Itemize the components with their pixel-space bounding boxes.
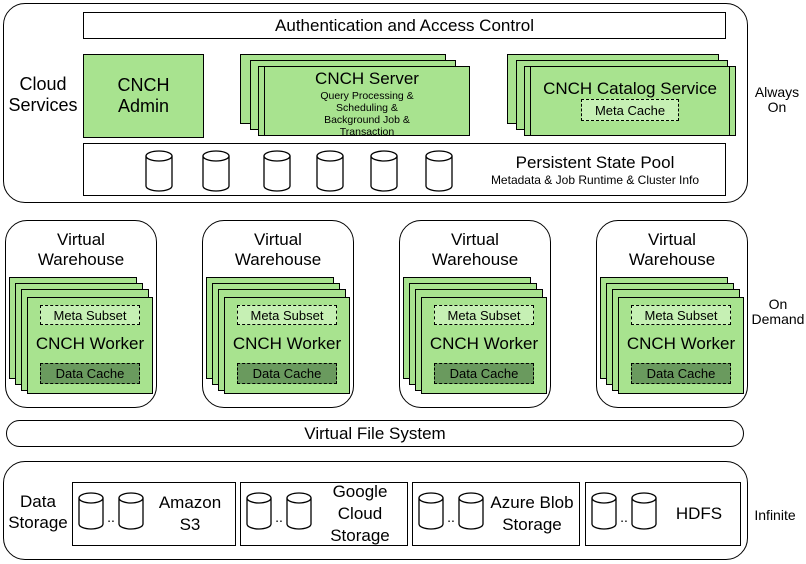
- state-pool-cylinders: [140, 148, 470, 192]
- always-on-label: Always On: [754, 84, 800, 115]
- state-pool-text: Persistent State Pool Metadata & Job Run…: [470, 150, 720, 190]
- storage-ellipsis: ..: [620, 509, 628, 525]
- auth-access-control: Authentication and Access Control: [83, 12, 726, 39]
- database-icon: [286, 492, 312, 530]
- database-icon: [370, 150, 398, 192]
- cnch-worker-label: CNCH Worker: [35, 334, 145, 353]
- infinite-label: Infinite: [754, 506, 796, 523]
- meta-subset-box: Meta Subset: [40, 305, 140, 325]
- meta-subset-box: Meta Subset: [631, 305, 731, 325]
- virtual-warehouse-title: Virtual Warehouse: [431, 230, 519, 269]
- storage-provider-name: Amazon S3: [158, 493, 222, 534]
- database-icon: [631, 492, 657, 530]
- cloud-services-label: Cloud Services: [8, 74, 78, 115]
- storage-ellipsis: ..: [107, 509, 115, 525]
- meta-cache-box: Meta Cache: [581, 99, 679, 121]
- cnch-server-box: CNCH Server Query Processing & Schedulin…: [264, 66, 470, 138]
- storage-ellipsis: ..: [275, 509, 283, 525]
- cnch-catalog-title: CNCH Catalog Service: [543, 79, 717, 98]
- meta-subset-box: Meta Subset: [237, 305, 337, 325]
- cnch-worker-label: CNCH Worker: [626, 334, 736, 353]
- data-storage-label: Data Storage: [8, 492, 68, 532]
- meta-subset-box: Meta Subset: [434, 305, 534, 325]
- data-cache-box: Data Cache: [631, 363, 731, 384]
- data-cache-box: Data Cache: [237, 363, 337, 384]
- data-cache-box: Data Cache: [434, 363, 534, 384]
- cnch-catalog-box: CNCH Catalog Service: [530, 66, 730, 136]
- storage-provider-name: Azure Blob Storage: [490, 493, 574, 534]
- on-demand-label: On Demand: [751, 296, 805, 327]
- virtual-warehouse-title: Virtual Warehouse: [37, 230, 125, 269]
- cnch-worker-label: CNCH Worker: [232, 334, 342, 353]
- state-pool-subtitle: Metadata & Job Runtime & Cluster Info: [490, 172, 700, 187]
- database-icon: [418, 492, 444, 530]
- storage-ellipsis: ..: [447, 509, 455, 525]
- cnch-admin-box: CNCH Admin: [83, 54, 204, 138]
- database-icon: [425, 150, 453, 192]
- database-icons: [145, 150, 453, 192]
- cnch-worker-label: CNCH Worker: [429, 334, 539, 353]
- persistent-state-pool: [83, 143, 726, 196]
- storage-provider-name: HDFS: [675, 504, 723, 523]
- database-icon: [316, 150, 344, 192]
- cnch-server-title: CNCH Server: [315, 69, 419, 88]
- virtual-warehouse-title: Virtual Warehouse: [628, 230, 716, 269]
- data-cache-box: Data Cache: [40, 363, 140, 384]
- cnch-server-desc: Query Processing & Scheduling & Backgrou…: [320, 90, 414, 138]
- database-icon: [263, 150, 291, 192]
- database-icon: [591, 492, 617, 530]
- database-icon: [202, 150, 230, 192]
- database-icon: [458, 492, 484, 530]
- database-icon: [78, 492, 104, 530]
- database-icon: [118, 492, 144, 530]
- state-pool-title: Persistent State Pool: [515, 152, 675, 172]
- database-icon: [246, 492, 272, 530]
- virtual-file-system: Virtual File System: [6, 420, 744, 447]
- database-icon: [145, 150, 173, 192]
- virtual-warehouse-title: Virtual Warehouse: [234, 230, 322, 269]
- storage-provider-name: Google Cloud Storage: [330, 482, 390, 545]
